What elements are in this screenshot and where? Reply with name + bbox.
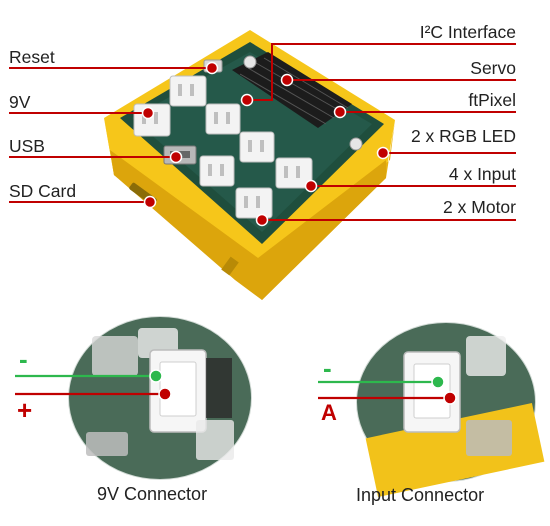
connector-input-closeup	[347, 313, 545, 498]
dot-reset	[205, 61, 219, 75]
input-minus-sign: -	[323, 353, 332, 383]
connector-input-lines	[318, 375, 457, 405]
dot-sd-card	[143, 195, 157, 209]
9v-minus-sign: -	[19, 344, 28, 374]
9v-plus-dot	[158, 387, 172, 401]
label-9v: 9V	[9, 92, 31, 112]
input-minus-dot	[431, 375, 445, 389]
controller-device	[104, 30, 395, 300]
9v-minus-dot	[149, 369, 163, 383]
label-i2c-interface: I²C Interface	[419, 22, 516, 42]
label-sd-card: SD Card	[9, 181, 77, 201]
dot-motor	[255, 213, 269, 227]
dot-usb	[169, 150, 183, 164]
input-signal-dot	[443, 391, 457, 405]
dot-input	[304, 179, 318, 193]
label-ftpixel: ftPixel	[468, 90, 516, 110]
case-bottom-edge	[110, 150, 386, 300]
dot-ftpixel	[333, 105, 347, 119]
label-usb: USB	[9, 136, 45, 156]
label-reset: Reset	[9, 47, 55, 67]
callout-dots	[141, 61, 390, 227]
input-signal-sign: A	[321, 400, 337, 425]
label-servo: Servo	[470, 58, 516, 78]
dot-i2c	[240, 93, 254, 107]
dot-servo	[280, 73, 294, 87]
callout-lines	[9, 43, 516, 221]
title-9v-connector: 9V Connector	[97, 484, 208, 504]
dot-rgb-led	[376, 146, 390, 160]
label-motor: 2 x Motor	[443, 197, 516, 217]
dot-9v	[141, 106, 155, 120]
title-input-connector: Input Connector	[356, 485, 485, 505]
9v-plus-sign: +	[17, 395, 33, 425]
rgb-led	[349, 137, 363, 151]
label-input: 4 x Input	[448, 164, 516, 184]
label-rgb-led: 2 x RGB LED	[410, 126, 516, 146]
pin-header-rows	[232, 52, 352, 128]
connector-9v-lines	[15, 369, 172, 401]
